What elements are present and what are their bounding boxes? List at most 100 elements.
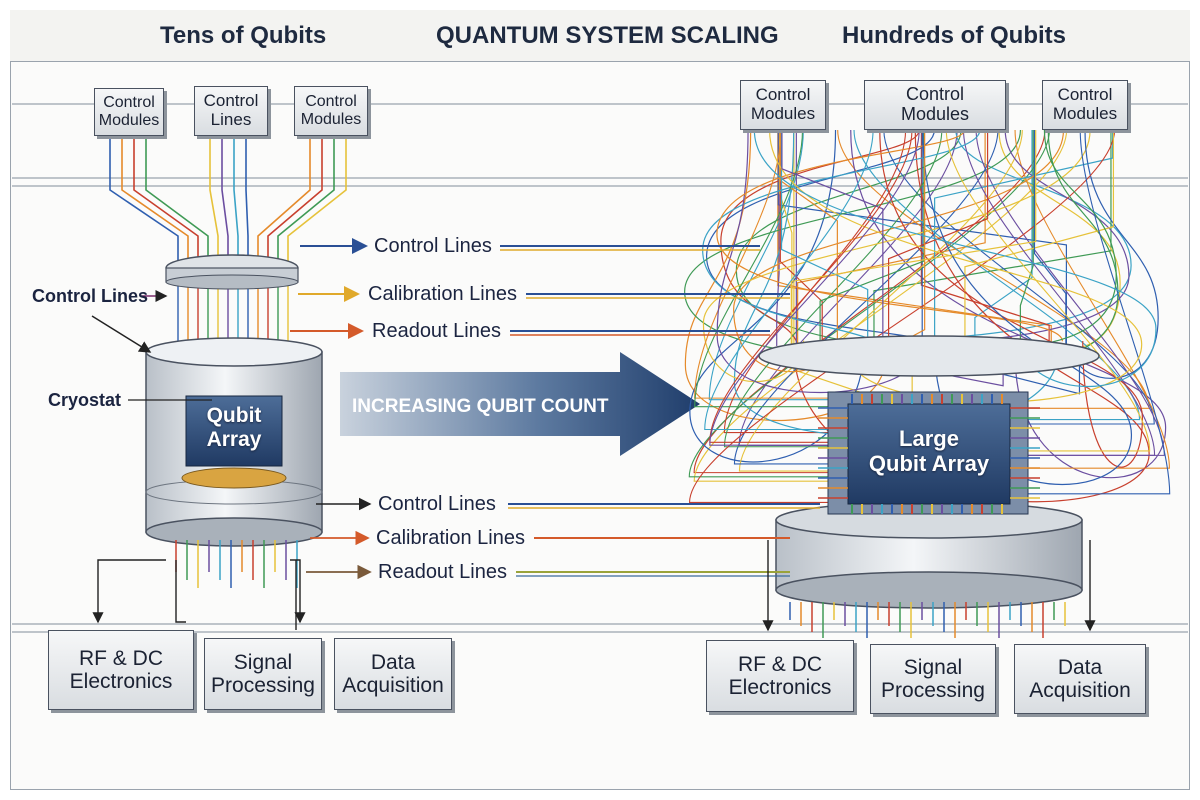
wire — [704, 129, 1028, 431]
wire — [738, 129, 1023, 472]
increasing-qubit-count-label: INCREASING QUBIT COUNT — [352, 396, 609, 417]
lower-calibration-lines-label: Calibration Lines — [376, 527, 525, 549]
wire — [277, 136, 335, 268]
left-signal-processing-box: Signal Processing — [204, 638, 322, 710]
wire — [245, 136, 249, 268]
wire — [781, 130, 884, 346]
wire — [720, 129, 920, 353]
right-control-module-2: Control Modules — [864, 80, 1006, 130]
wire — [716, 129, 1063, 342]
wire — [974, 130, 1033, 346]
right-data-acquisition-label: Data Acquisition — [1029, 655, 1131, 702]
right-data-acquisition-box: Data Acquisition — [1014, 644, 1146, 714]
left-rf-dc-label: RF & DC Electronics — [69, 646, 173, 693]
right-rf-dc-label: RF & DC Electronics — [728, 652, 832, 699]
right-control-module-1: Control Modules — [740, 80, 826, 130]
header-left-title: Tens of Qubits — [160, 22, 327, 49]
wire — [716, 129, 927, 394]
wire — [694, 129, 828, 408]
wire — [850, 129, 1167, 479]
wire — [790, 130, 1037, 346]
left-control-lines-label: Control Lines — [32, 286, 148, 306]
wire — [257, 136, 311, 268]
wire — [1072, 129, 1159, 379]
wire — [723, 129, 1028, 448]
left-data-acquisition-label: Data Acquisition — [342, 650, 444, 697]
wire — [233, 136, 239, 268]
left-signal-processing-label: Signal Processing — [211, 650, 315, 697]
left-rf-dc-electronics-box: RF & DC Electronics — [48, 630, 194, 710]
wire — [733, 129, 999, 465]
qubit-array-label: Qubit Array — [206, 404, 262, 452]
wire — [145, 136, 209, 268]
left-module-3-label: Control Modules — [300, 93, 362, 128]
left-bottom-wiring — [175, 540, 298, 588]
wire — [267, 136, 323, 268]
wire — [109, 136, 179, 268]
wire — [689, 129, 1116, 503]
wire — [121, 136, 189, 268]
wire — [920, 130, 1050, 346]
left-module-2-label: Control Lines — [203, 91, 259, 129]
left-wiring-bundle — [109, 136, 347, 352]
large-qubit-array-label: Large Qubit Array — [868, 426, 990, 477]
increasing-qubit-arrow — [340, 352, 700, 456]
wire — [934, 130, 1114, 346]
upper-calibration-lines-label: Calibration Lines — [368, 283, 517, 305]
left-control-module-2: Control Modules — [294, 86, 368, 136]
left-cryostat — [145, 337, 323, 547]
wire — [883, 129, 1155, 425]
wire — [777, 130, 1052, 346]
wire — [738, 129, 958, 447]
wire — [753, 129, 1157, 387]
wire — [221, 136, 229, 268]
left-control-module-1: Control Modules — [94, 88, 164, 136]
right-rf-dc-electronics-box: RF & DC Electronics — [706, 640, 854, 712]
wire — [964, 130, 1115, 346]
header-center-title: QUANTUM SYSTEM SCALING — [436, 22, 779, 49]
right-signal-processing-box: Signal Processing — [870, 644, 996, 714]
wire — [709, 129, 913, 443]
wire — [694, 129, 828, 399]
wire — [780, 130, 838, 346]
upper-readout-lines-label: Readout Lines — [372, 320, 501, 342]
lower-control-lines-label: Control Lines — [378, 493, 496, 515]
wire — [779, 130, 823, 346]
left-control-lines-module: Control Lines — [194, 86, 268, 136]
large-array-pins — [818, 394, 1040, 514]
right-module-1-label: Control Modules — [750, 85, 816, 123]
wire — [1014, 129, 1170, 469]
wire — [819, 130, 925, 346]
right-module-2-label: Control Modules — [900, 84, 970, 124]
wire — [733, 129, 1065, 373]
wire — [828, 129, 1151, 452]
right-module-3-label: Control Modules — [1052, 85, 1118, 123]
header-bar — [10, 10, 1190, 62]
wire — [705, 129, 951, 351]
header-right-title: Hundreds of Qubits — [842, 22, 1066, 49]
wire — [688, 129, 1050, 478]
wire — [735, 129, 962, 360]
right-control-module-3: Control Modules — [1042, 80, 1128, 130]
wire — [209, 136, 219, 268]
right-signal-processing-label: Signal Processing — [881, 655, 985, 702]
right-backend-connectors — [762, 540, 1096, 632]
left-module-1-label: Control Modules — [98, 94, 160, 129]
wire — [873, 130, 1112, 346]
lower-readout-lines-label: Readout Lines — [378, 561, 507, 583]
wire — [693, 129, 1068, 482]
wire — [780, 130, 869, 346]
left-data-acquisition-box: Data Acquisition — [334, 638, 452, 710]
wire — [1028, 129, 1171, 495]
wire — [709, 129, 1028, 446]
cryostat-label: Cryostat — [48, 390, 122, 410]
wire — [708, 129, 828, 401]
wire — [887, 130, 989, 346]
left-backend-connectors — [92, 559, 306, 630]
wire — [1033, 130, 1067, 346]
right-bottom-wiring — [789, 602, 1066, 638]
wire — [133, 136, 199, 268]
wire — [287, 136, 347, 268]
upper-control-lines-label: Control Lines — [374, 235, 492, 257]
